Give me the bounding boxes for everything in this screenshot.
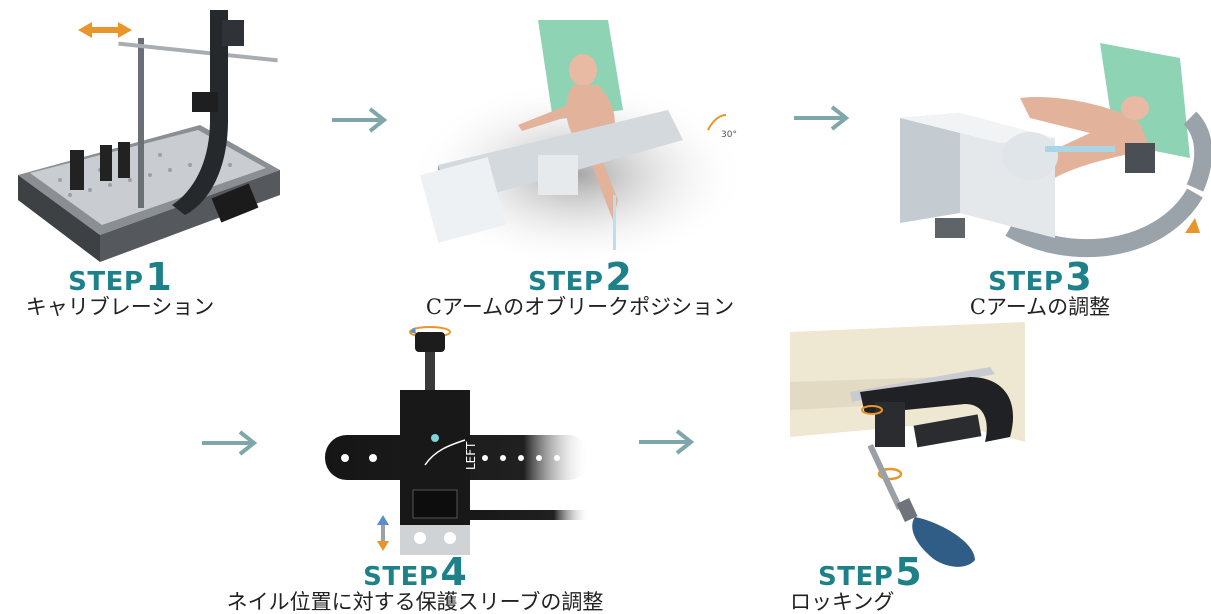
step2-illustration: 30°: [408, 15, 748, 260]
step5-heading: STEP5: [790, 553, 930, 591]
step-word: STEP: [363, 562, 439, 592]
scale-label: LEFT: [464, 441, 478, 470]
step-word: STEP: [818, 562, 894, 592]
step-word: STEP: [68, 267, 144, 297]
arrow-right-icon: [200, 428, 260, 458]
step2-label: STEP2 Cアームのオブリークポジション: [400, 258, 760, 319]
step-description: キャリブレーション: [25, 295, 215, 319]
arrow-right-icon: [637, 427, 697, 457]
step2-heading: STEP2: [400, 258, 760, 296]
step5-label: STEP5 ロッキング: [790, 553, 930, 614]
step-description: Cアームの調整: [969, 295, 1111, 319]
step3-illustration: [890, 38, 1211, 260]
step-description: Cアームのオブリークポジション: [425, 295, 735, 319]
step-word: STEP: [528, 267, 604, 297]
step3-heading: STEP3: [930, 258, 1150, 296]
adjust-arrow-icon: [78, 22, 132, 38]
arrow-right-icon: [330, 105, 390, 135]
step-description: ロッキング: [790, 590, 895, 614]
step-word: STEP: [988, 267, 1064, 297]
step-description: ネイル位置に対する保護スリーブの調整: [226, 590, 604, 614]
step-number: 2: [605, 255, 632, 299]
arrow-right-icon: [792, 103, 852, 133]
step-number: 5: [895, 550, 922, 594]
step5-illustration: [790, 322, 1025, 572]
step-number: 3: [1065, 255, 1092, 299]
step1-illustration: [0, 0, 290, 270]
step4-heading: STEP4: [215, 553, 615, 591]
step4-label: STEP4 ネイル位置に対する保護スリーブの調整: [215, 553, 615, 614]
angle-label: 30°: [721, 130, 737, 140]
step1-heading: STEP1: [0, 258, 240, 296]
step3-label: STEP3 Cアームの調整: [930, 258, 1150, 319]
step-number: 4: [440, 550, 467, 594]
step-number: 1: [145, 255, 172, 299]
step1-label: STEP1 キャリブレーション: [0, 258, 240, 319]
step4-illustration: LEFT: [325, 320, 590, 555]
